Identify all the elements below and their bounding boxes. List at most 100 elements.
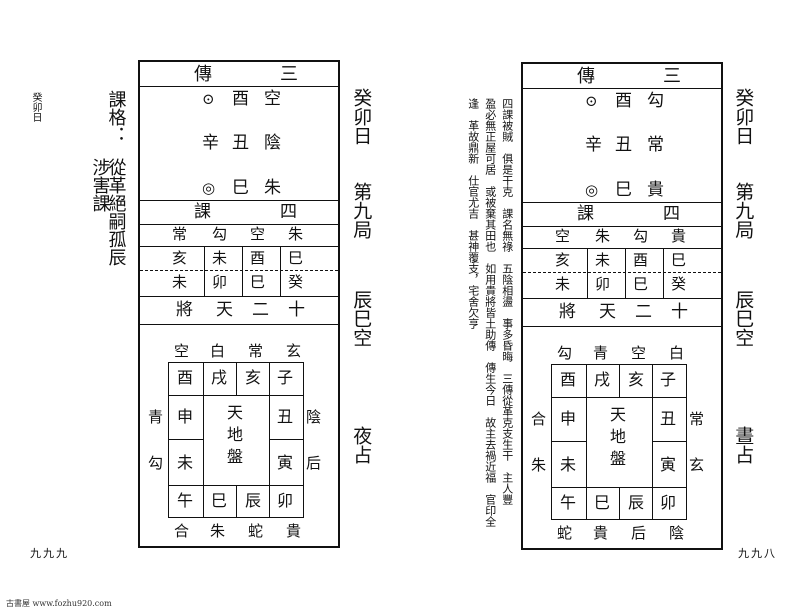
plate-bottom-branch-1: 午 — [560, 493, 577, 512]
chuan-god-3: 朱 — [264, 178, 281, 198]
plate-left-god-1: 青 — [148, 408, 164, 426]
ke-god-3: 勾 — [633, 227, 649, 245]
plate-top-god-1: 空 — [174, 342, 190, 360]
plate-right-branch-2: 寅 — [277, 453, 294, 472]
ke-god-1: 常 — [172, 225, 188, 243]
plate-bottom-god-2: 朱 — [210, 522, 226, 540]
chuan-mark-3: ◎ — [202, 179, 216, 197]
jiang-header-4: 十 — [671, 302, 688, 322]
plate-top-branch-4: 子 — [277, 368, 294, 387]
ke-lower-4: 癸 — [288, 273, 304, 291]
ke-name: 涉害課 — [89, 158, 111, 212]
chuan-god-2: 陰 — [264, 133, 281, 153]
chuan-mark-1: ⊙ — [202, 90, 215, 108]
plate-center-2: 地 — [610, 427, 627, 446]
chuan-stem-2: 辛 — [585, 135, 602, 155]
plate-top-god-3: 空 — [631, 344, 647, 362]
ke-header-count: 四 — [663, 204, 680, 224]
plate-right-branch-1: 丑 — [277, 407, 294, 426]
plate-top-god-3: 常 — [248, 342, 264, 360]
plate-center-3: 盤 — [227, 447, 244, 466]
chuan-god-2: 常 — [647, 135, 664, 155]
plate-top-god-2: 白 — [210, 342, 226, 360]
ke-upper-4: 巳 — [671, 251, 687, 269]
plate-bottom-god-3: 蛇 — [248, 522, 264, 540]
title-ju: 第九局 — [350, 182, 373, 239]
page-number: 九九八 — [738, 547, 777, 560]
title-kong: 辰巳空 — [732, 290, 755, 347]
ke-header-char: 課 — [194, 202, 211, 222]
chuan-header-char: 傳 — [577, 66, 595, 87]
plate-top-god-4: 白 — [669, 344, 685, 362]
plate-left-god-1: 合 — [531, 410, 547, 428]
plate-bottom-branch-3: 辰 — [245, 491, 262, 510]
ke-lower-1: 未 — [555, 275, 571, 293]
page-number: 九九九 — [30, 547, 69, 560]
plate-top-branch-1: 酉 — [177, 368, 194, 387]
chuan-header-char: 傳 — [194, 64, 212, 85]
ke-lower-4: 癸 — [671, 275, 687, 293]
plate-bottom-god-4: 貴 — [286, 522, 302, 540]
ke-upper-1: 亥 — [555, 251, 571, 269]
plate-center-1: 天 — [227, 403, 244, 422]
plate-bottom-branch-4: 卯 — [660, 493, 677, 512]
chuan-mark-3: ◎ — [585, 181, 599, 199]
chuan-mark-1: ⊙ — [585, 92, 598, 110]
jiang-header-3: 二 — [635, 302, 652, 322]
plate-right-god-1: 陰 — [306, 408, 322, 426]
ke-upper-1: 亥 — [172, 249, 188, 267]
title-zhan: 夜占 — [350, 426, 373, 464]
chuan-header-count: 三 — [663, 66, 681, 87]
ke-upper-2: 未 — [212, 249, 228, 267]
commentary-col-3: 逢 革故鼎新 仕官尤吉 甚神覆支，宅舍欠亨 — [466, 98, 480, 329]
heaven-earth-plate: 酉 戌 亥 子 申 未 丑 寅 天 地 盤 午 巳 辰 卯 — [168, 362, 304, 518]
title-zhan: 晝占 — [732, 426, 755, 464]
left-board-panel: 傳 三 ⊙ 酉 空 辛 丑 陰 ◎ 巳 朱 課 四 常 勾 空 朱 亥 未 酉 … — [138, 60, 340, 548]
plate-center-2: 地 — [227, 425, 244, 444]
plate-right-god-2: 玄 — [689, 456, 705, 474]
ke-lower-3: 巳 — [633, 275, 649, 293]
plate-right-branch-1: 丑 — [660, 409, 677, 428]
plate-top-branch-3: 亥 — [245, 368, 262, 387]
plate-bottom-god-4: 陰 — [669, 524, 685, 542]
plate-bottom-branch-4: 卯 — [277, 491, 294, 510]
plate-bottom-god-1: 蛇 — [557, 524, 573, 542]
page-header: 癸卯日 — [30, 92, 41, 122]
ke-god-1: 空 — [555, 227, 571, 245]
plate-top-branch-1: 酉 — [560, 370, 577, 389]
chuan-branch-3: 巳 — [615, 180, 632, 200]
chuan-branch-2: 丑 — [232, 133, 249, 153]
chuan-branch-2: 丑 — [615, 135, 632, 155]
ke-lower-2: 卯 — [212, 273, 228, 291]
plate-left-god-2: 勾 — [148, 454, 164, 472]
ke-god-3: 空 — [250, 225, 266, 243]
ke-lower-3: 巳 — [250, 273, 266, 291]
title-day: 癸卯日 — [350, 88, 373, 145]
plate-top-branch-3: 亥 — [628, 370, 645, 389]
ke-lower-2: 卯 — [595, 275, 611, 293]
plate-left-branch-1: 申 — [177, 407, 194, 426]
plate-top-branch-4: 子 — [660, 370, 677, 389]
jiang-header-4: 十 — [288, 300, 305, 320]
chuan-god-1: 空 — [264, 89, 281, 109]
plate-center-1: 天 — [610, 405, 627, 424]
jiang-header-3: 二 — [252, 300, 269, 320]
ke-upper-2: 未 — [595, 251, 611, 269]
chuan-branch-1: 酉 — [615, 91, 632, 111]
chuan-god-3: 貴 — [647, 180, 664, 200]
right-board-panel: 傳 三 ⊙ 酉 勾 辛 丑 常 ◎ 巳 貴 課 四 空 朱 勾 貴 亥 未 酉 … — [521, 62, 723, 550]
jiang-header-2: 天 — [599, 302, 616, 322]
ke-god-2: 朱 — [595, 227, 611, 245]
ke-god-4: 朱 — [288, 225, 304, 243]
plate-left-god-2: 朱 — [531, 456, 547, 474]
ke-upper-3: 酉 — [633, 251, 649, 269]
plate-bottom-god-1: 合 — [174, 522, 190, 540]
jiang-header-1: 將 — [559, 302, 576, 322]
plate-top-branch-2: 戌 — [594, 370, 611, 389]
plate-bottom-branch-3: 辰 — [628, 493, 645, 512]
chuan-header-count: 三 — [280, 64, 298, 85]
plate-top-god-1: 勾 — [557, 344, 573, 362]
commentary-col-2: 盈必無正屋可居 或被棄其田也 如用貴將皆土助傳 傳生今日 故主去禍近福 官印全 — [483, 98, 497, 527]
plate-left-branch-2: 未 — [177, 453, 194, 472]
plate-right-god-2: 后 — [306, 454, 322, 472]
